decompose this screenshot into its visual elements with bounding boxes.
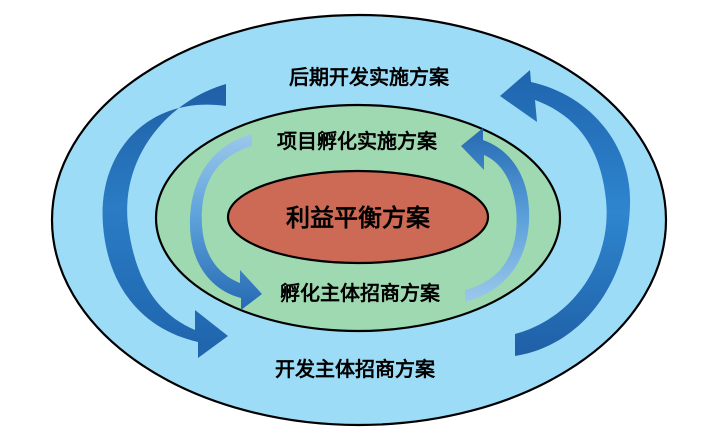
outer-bottom-label: 开发主体招商方案: [275, 357, 436, 381]
inner-right-curved-arrow-icon: [461, 128, 530, 302]
inner-left-curved-arrow-icon: [190, 134, 262, 310]
outer-top-label: 后期开发实施方案: [289, 65, 450, 89]
middle-bottom-label: 孵化主体招商方案: [280, 281, 441, 305]
middle-top-label: 项目孵化实施方案: [277, 129, 438, 153]
center-label: 利益平衡方案: [286, 204, 431, 232]
outer-left-curved-arrow-icon: [102, 84, 228, 358]
center-ellipse: [226, 169, 490, 265]
outer-right-curved-arrow-icon: [500, 70, 631, 356]
